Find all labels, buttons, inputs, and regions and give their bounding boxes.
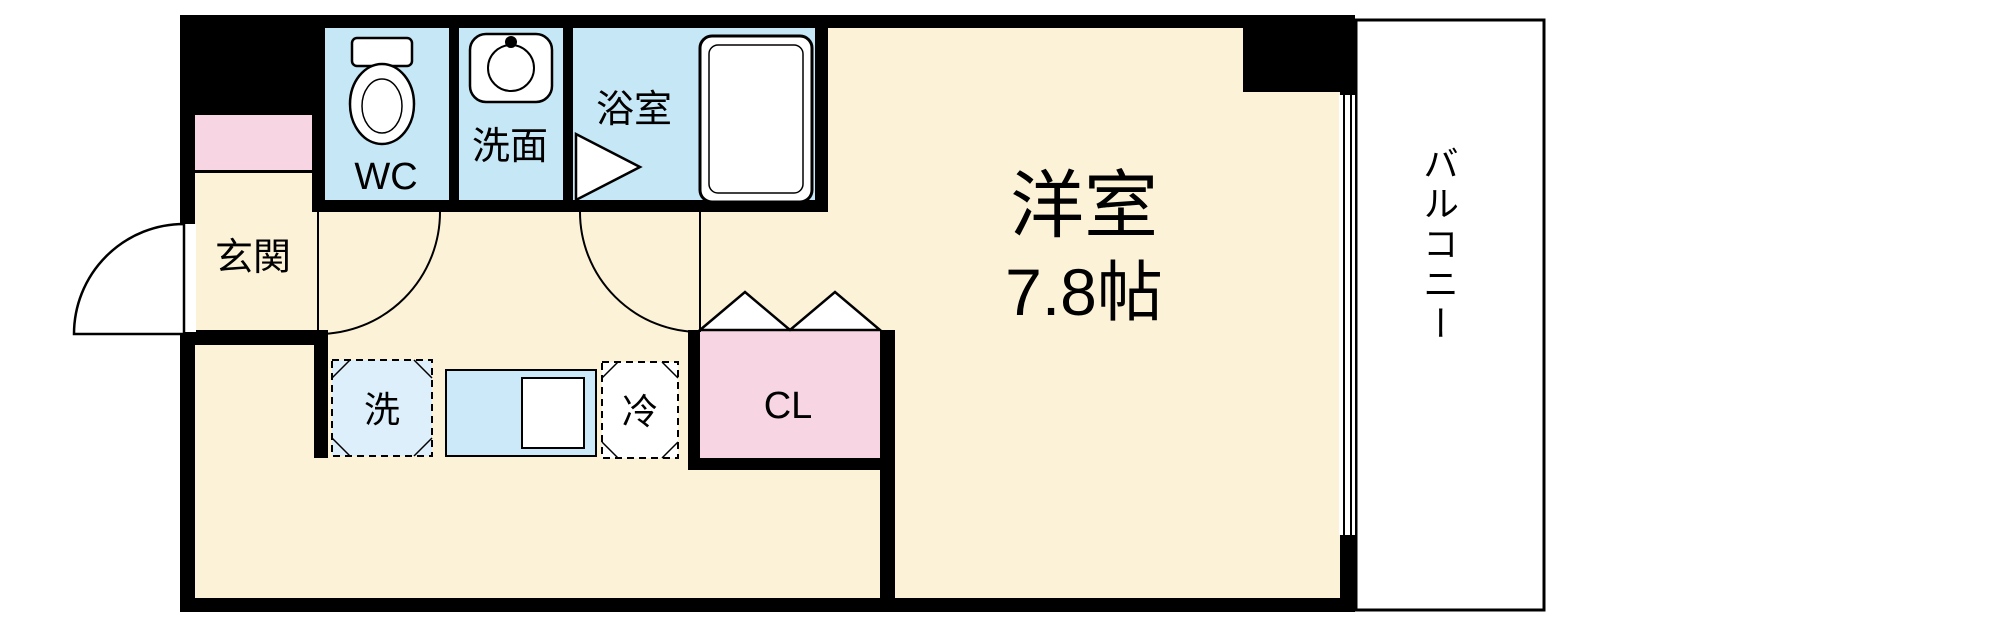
genkan-floor [195,173,312,330]
door-arc-genkan [317,211,441,335]
washer-pan [331,359,433,457]
kitchen-sink [521,377,585,449]
bathtub-icon [698,34,814,204]
closet-label: CL [763,385,813,427]
balcony-window [1339,95,1355,535]
closet-wall-left [688,330,700,470]
washbasin-icon [468,32,554,104]
main-room-floor [828,28,1340,598]
closet-floor [700,330,880,458]
shoe-cabinet [195,115,312,170]
fridge-space [601,361,679,459]
washroom-label: 洗面 [471,126,549,168]
balcony-area [1354,18,1546,612]
toilet-icon [348,36,416,146]
wall-kitchen-left [314,330,328,458]
kitchen-counter [445,369,597,457]
entry-door-arc [72,222,196,336]
genkan-label: 玄関 [214,237,292,279]
main-room-size-label: 7.8帖 [1005,255,1163,329]
wall-genkan-bottom [180,330,328,345]
pillar [1243,15,1355,92]
washer-label: 洗 [363,389,401,430]
closet-folding-door [696,290,884,332]
closet-wall-bottom [688,458,895,470]
bathroom-label: 浴室 [595,89,673,131]
fridge-label: 冷 [621,391,659,432]
wc-label: WC [354,156,418,198]
door-arc-room [579,211,701,333]
main-room-label: 洋室 [1010,164,1158,247]
balcony-label: バルコニー [1418,145,1459,345]
bathroom-door-triangle [574,131,643,203]
